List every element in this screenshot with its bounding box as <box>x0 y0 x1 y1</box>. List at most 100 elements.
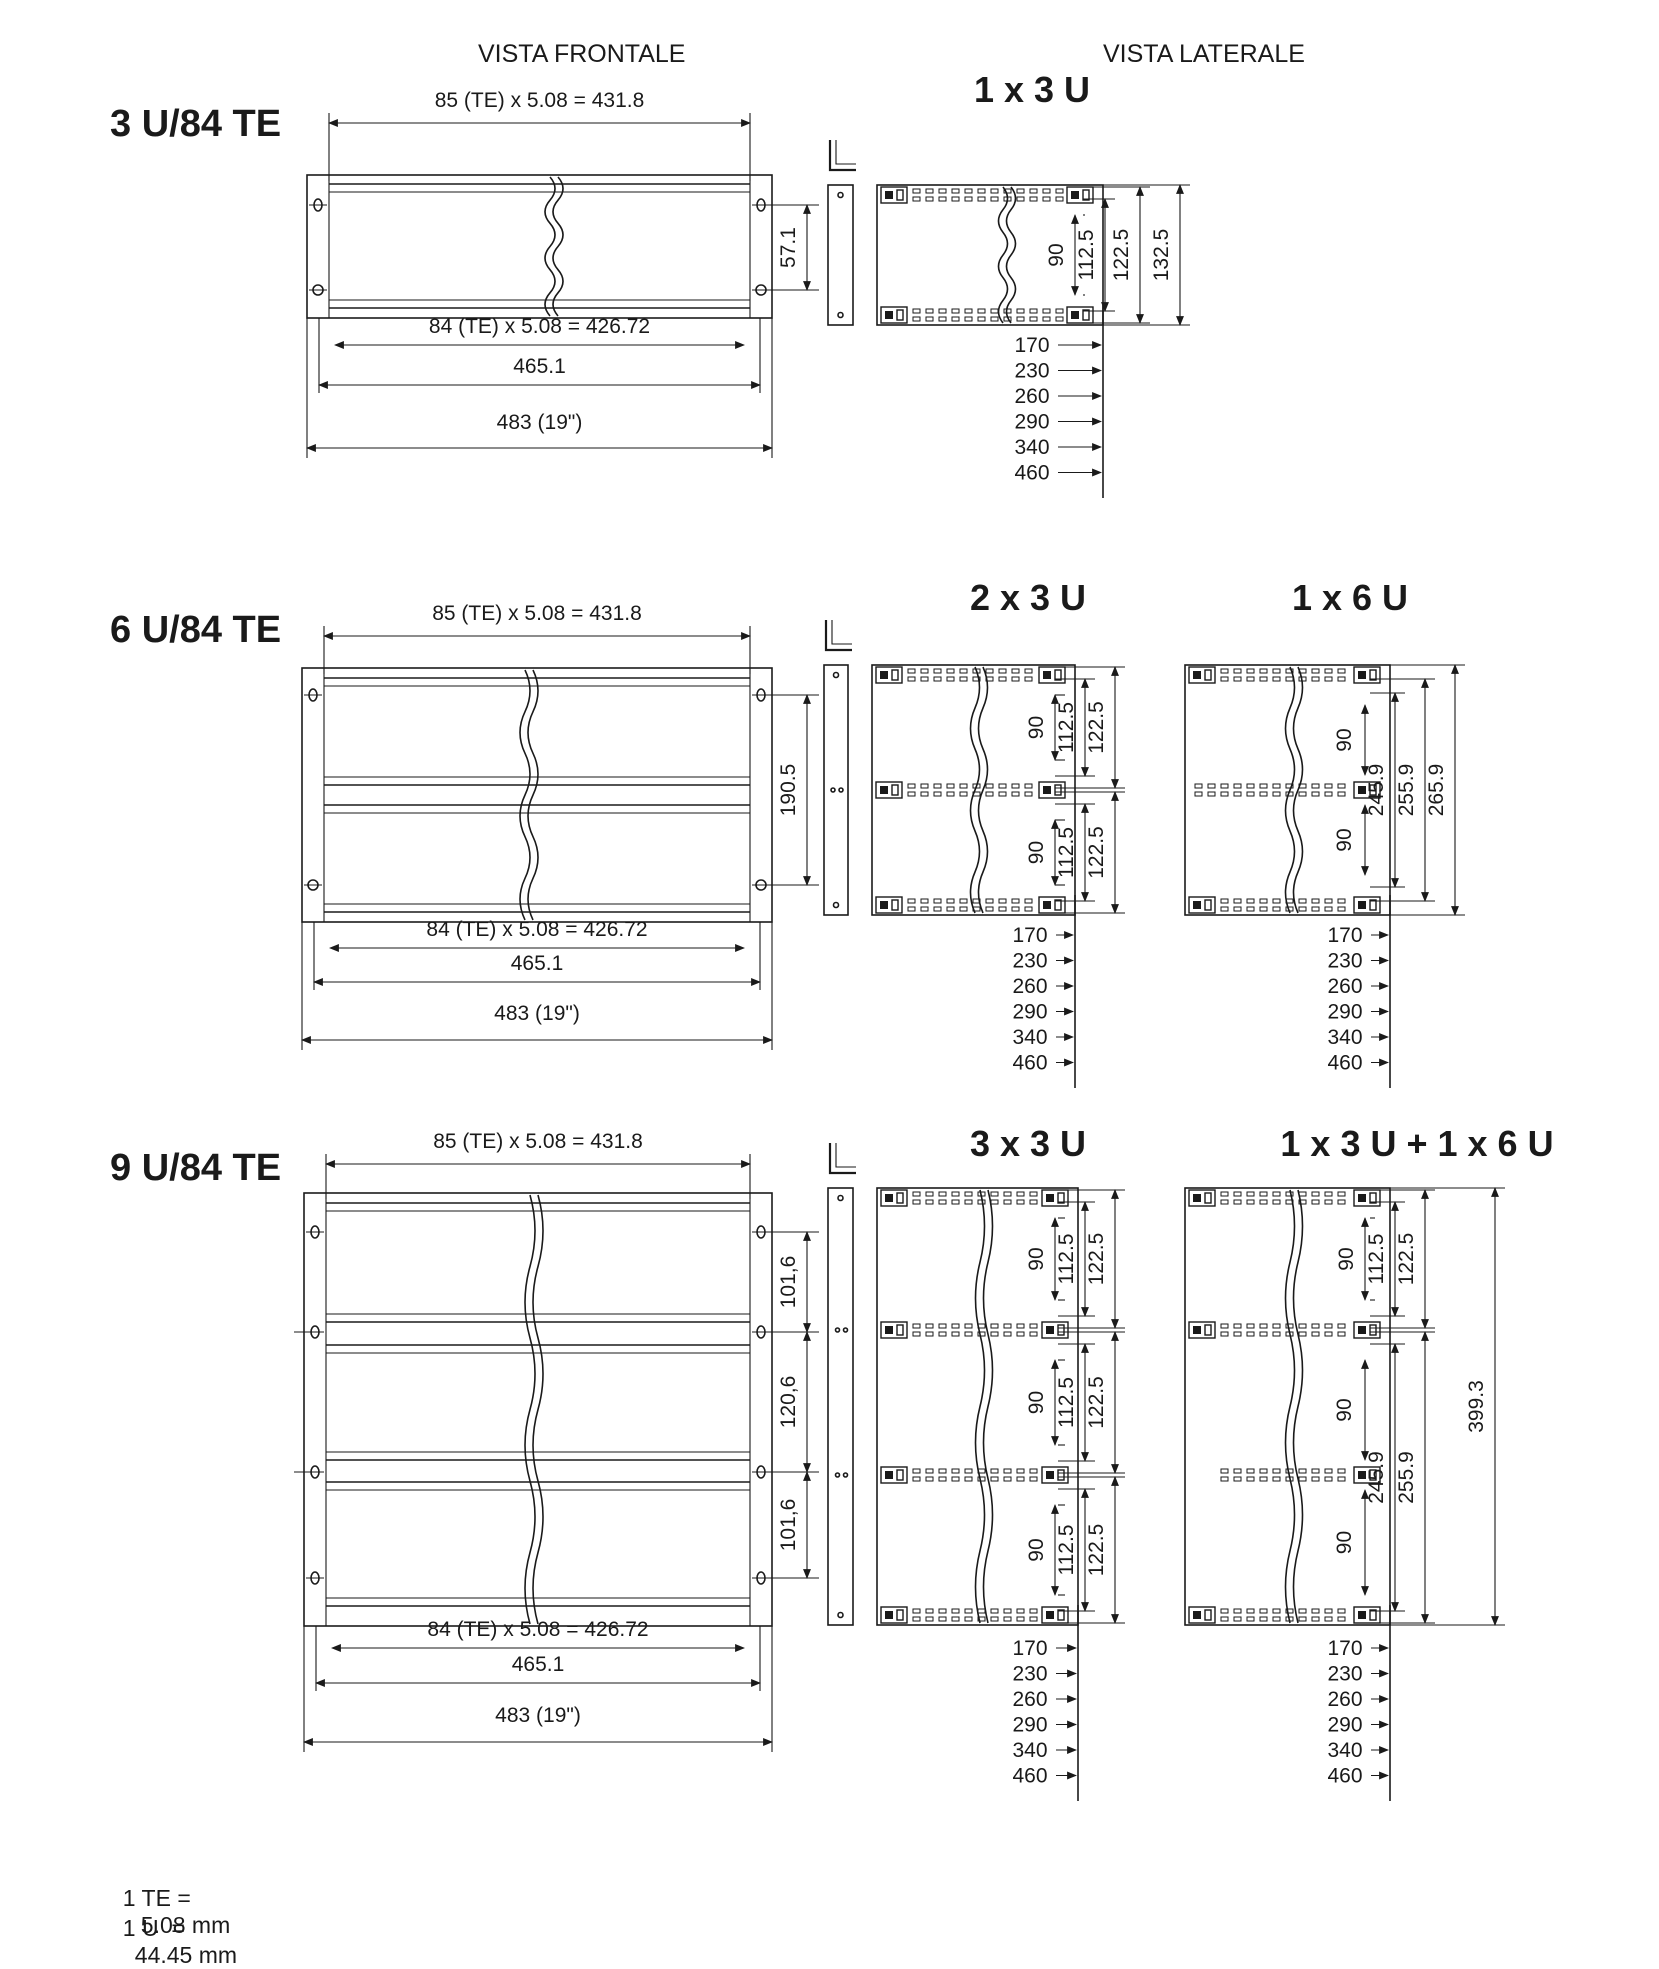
depth-option-230: 230 <box>1012 1663 1047 1686</box>
hole-spacing-dimension: 101,6 <box>777 1256 800 1309</box>
break-line <box>982 1189 994 1624</box>
depth-option-290: 290 <box>1012 1714 1047 1737</box>
section-title-9u: 9 U/84 TE <box>110 1147 281 1189</box>
depth-option-260: 260 <box>1327 1688 1362 1711</box>
module-height-90: 90 <box>1333 1398 1356 1421</box>
technical-drawing: VISTA FRONTALE VISTA LATERALE 3 U/84 TE … <box>110 40 1554 1801</box>
subrack-side-outline <box>876 1187 1079 1626</box>
front-mid-dimension: 465.1 <box>512 1653 565 1676</box>
depth-option-290: 290 <box>1012 1001 1047 1024</box>
depth-option-230: 230 <box>1327 950 1362 973</box>
depth-option-290: 290 <box>1014 411 1049 434</box>
front-outer-dimension: 483 (19") <box>495 1704 581 1727</box>
module-height-90: 90 <box>1333 728 1356 751</box>
depth-option-460: 460 <box>1012 1052 1047 1075</box>
module-height-dimension: 122.5 <box>1085 1233 1108 1286</box>
header-front-view: VISTA FRONTALE <box>478 40 685 68</box>
module-height-dimension: 90 <box>1025 841 1048 864</box>
hole-spacing-dimension: 120,6 <box>777 1376 800 1429</box>
depth-option-290: 290 <box>1327 1001 1362 1024</box>
hole-spacing-dimension: 57.1 <box>777 227 800 268</box>
footnote-u: 1 U = 44.45 mm <box>110 1888 237 1969</box>
depth-option-460: 460 <box>1014 462 1049 485</box>
module-height-dimension: 122.5 <box>1110 229 1133 282</box>
module-height-dimension: 122.5 <box>1085 1524 1108 1577</box>
module-height-dimension: 122.5 <box>1085 701 1108 754</box>
subrack-side-outline <box>871 664 1076 916</box>
module-height-dimension: 90 <box>1025 1538 1048 1561</box>
module-height-dimension: 90 <box>1335 1247 1358 1270</box>
module-height-dimension: 112.5 <box>1055 1234 1078 1285</box>
module-height-dimension: 122.5 <box>1395 1233 1418 1286</box>
footnote-u-value: 44.45 mm <box>134 1942 238 1968</box>
module-height-dimension: 122.5 <box>1085 826 1108 879</box>
depth-option-260: 260 <box>1012 1688 1047 1711</box>
depth-option-230: 230 <box>1014 360 1049 383</box>
break-line <box>527 669 539 921</box>
break-line <box>969 666 981 914</box>
module-height-dimension: 112.5 <box>1075 230 1098 281</box>
break-line <box>552 176 564 317</box>
section-title-3u: 3 U/84 TE <box>110 103 281 145</box>
front-inner-dimension: 84 (TE) x 5.08 = 426.72 <box>427 1618 648 1641</box>
break-line <box>1292 666 1304 914</box>
module-height-dimension: 122.5 <box>1085 1376 1108 1429</box>
front-view-3u: 85 (TE) x 5.08 = 431.884 (TE) x 5.08 = 4… <box>306 89 819 458</box>
side-panel <box>823 664 849 916</box>
depth-option-340: 340 <box>1014 436 1049 459</box>
break-line <box>1005 186 1017 324</box>
front-view-9u: 85 (TE) x 5.08 = 431.8 84 (TE) x 5.08 = 4… <box>294 1130 819 1752</box>
depth-option-260: 260 <box>1014 385 1049 408</box>
module-height-dimension: 90 <box>1045 243 1068 266</box>
hole-spacing-dimension: 190.5 <box>777 764 800 817</box>
depth-option-340: 340 <box>1012 1026 1047 1049</box>
depth-option-340: 340 <box>1327 1026 1362 1049</box>
section-title-6u: 6 U/84 TE <box>110 609 281 651</box>
module-height-dimension: 112.5 <box>1055 1377 1078 1428</box>
subrack-side-outline <box>876 184 1104 326</box>
module-height-dimension: 90 <box>1025 716 1048 739</box>
overall-height-dimension: 255.9 <box>1395 764 1418 817</box>
depth-option-460: 460 <box>1327 1765 1362 1788</box>
front-top-dimension: 85 (TE) x 5.08 = 431.8 <box>432 602 642 625</box>
subrack-side-outline <box>1184 1187 1391 1626</box>
depth-option-290: 290 <box>1327 1714 1362 1737</box>
footnote-u-label: 1 U = <box>122 1915 185 1941</box>
break-line <box>1284 1189 1296 1624</box>
front-outer-dimension: 483 (19") <box>494 1002 580 1025</box>
front-mid-dimension: 465.1 <box>513 355 566 378</box>
depth-option-170: 170 <box>1012 924 1047 947</box>
depth-option-460: 460 <box>1012 1765 1047 1788</box>
overall-height-dimension: 132.5 <box>1150 229 1173 282</box>
depth-option-260: 260 <box>1012 975 1047 998</box>
module-height-dimension: 90 <box>1025 1391 1048 1414</box>
overall-height-dimension: 255.9 <box>1395 1451 1418 1504</box>
module-height-90: 90 <box>1333 828 1356 851</box>
footnote-te-label: 1 TE = <box>122 1885 191 1911</box>
break-line <box>974 1189 986 1624</box>
subrack-side-outline <box>1184 664 1391 916</box>
depth-option-170: 170 <box>1327 1637 1362 1660</box>
overall-height-dimension: 265.9 <box>1425 764 1448 817</box>
break-line <box>1284 666 1296 914</box>
overall-height-dimension: 245.9 <box>1365 764 1388 817</box>
module-height-dimension: 90 <box>1025 1247 1048 1270</box>
front-top-dimension: 85 (TE) x 5.08 = 431.8 <box>435 89 645 112</box>
module-height-90: 90 <box>1333 1531 1356 1554</box>
front-top-dimension: 85 (TE) x 5.08 = 431.8 <box>433 1130 643 1153</box>
front-panel-outline <box>301 667 773 923</box>
depth-option-170: 170 <box>1327 924 1362 947</box>
break-line <box>519 669 531 921</box>
angle-bracket <box>824 620 852 652</box>
hole-spacing-dimension: 101,6 <box>777 1499 800 1552</box>
depth-option-230: 230 <box>1327 1663 1362 1686</box>
break-line <box>524 1194 536 1625</box>
module-height-dimension: 112.5 <box>1055 827 1078 878</box>
angle-bracket <box>828 1143 856 1175</box>
depth-option-340: 340 <box>1012 1739 1047 1762</box>
angle-bracket <box>828 140 856 172</box>
front-inner-dimension: 84 (TE) x 5.08 = 426.72 <box>426 918 647 941</box>
